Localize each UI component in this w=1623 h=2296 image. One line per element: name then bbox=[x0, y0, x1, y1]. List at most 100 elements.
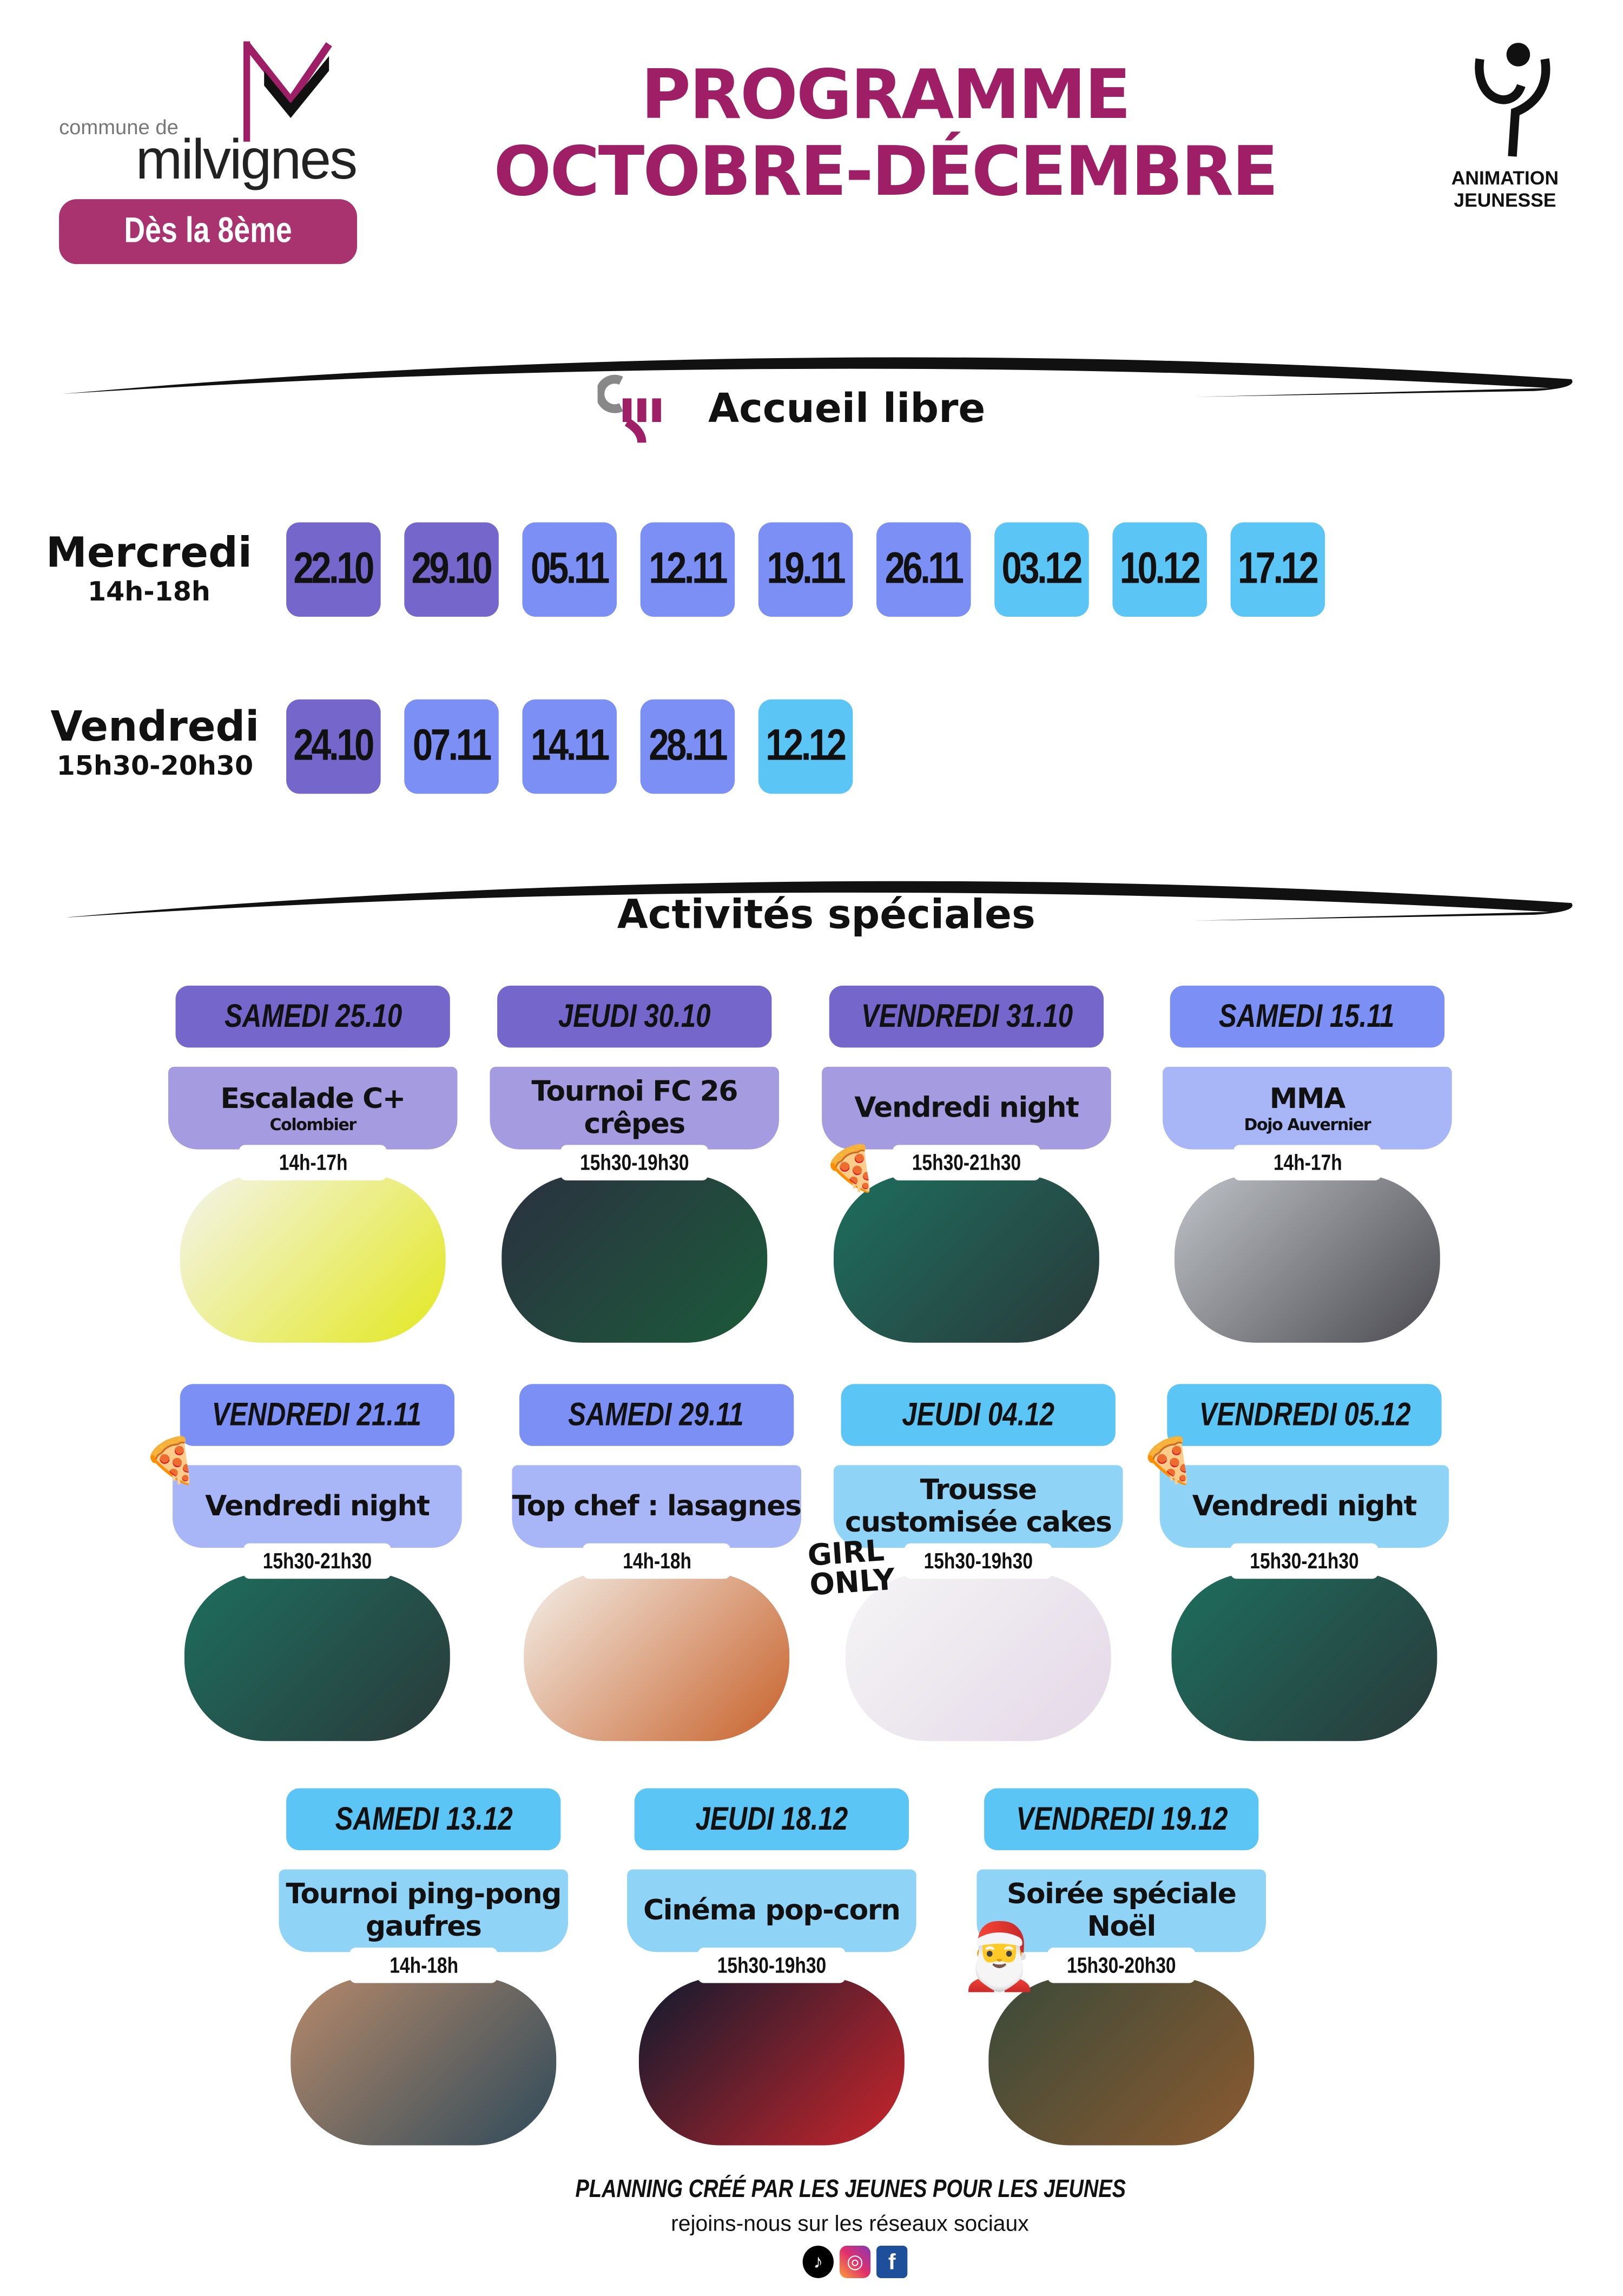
date-chip-label: 07.11 bbox=[413, 721, 492, 770]
divider-swoosh bbox=[62, 357, 1573, 397]
date-chip-label: 10.12 bbox=[1120, 544, 1202, 593]
activity-title: Trousse customisée cakes bbox=[845, 1474, 1112, 1539]
activity-time: 14h-17h bbox=[239, 1145, 387, 1180]
partner-logo-text: ANIMATION JEUNESSE bbox=[1451, 167, 1559, 212]
date-chip-label: 26.11 bbox=[885, 544, 964, 593]
tiktok-icon[interactable]: ♪ bbox=[802, 2245, 834, 2278]
footer-tagline: PLANNING CRÉÉ PAR LES JEUNES POUR LES JE… bbox=[575, 2175, 1125, 2203]
activity-time: 14h-18h bbox=[583, 1543, 731, 1579]
christmas-party-photo bbox=[988, 1977, 1255, 2146]
santa-hat-icon: 🎅 bbox=[959, 1921, 1040, 1994]
date-chip-label: 03.12 bbox=[1002, 544, 1084, 593]
activity-label: Vendredi night bbox=[822, 1066, 1111, 1150]
activity-title: Tournoi ping-pong gaufres bbox=[286, 1878, 562, 1943]
date-chip-label: 24.10 bbox=[294, 721, 375, 770]
activity-date: VENDREDI 21.11 bbox=[180, 1384, 455, 1446]
pizza-icon: 🍕 bbox=[143, 1437, 199, 1486]
logo-commune-de: commune de bbox=[59, 115, 179, 139]
activity-label: Top chef : lasagnes bbox=[512, 1465, 802, 1548]
activity-title: Soirée spéciale Noël bbox=[1006, 1878, 1237, 1943]
activity-title: Escalade C+ bbox=[220, 1082, 406, 1115]
activity-time: 15h30-20h30 bbox=[1047, 1948, 1196, 1983]
activity-date: VENDREDI 05.12 bbox=[1167, 1384, 1442, 1446]
activity-title: MMA bbox=[1269, 1082, 1346, 1115]
activity-location: Dojo Auvernier bbox=[1244, 1114, 1371, 1134]
facebook-icon[interactable]: f bbox=[876, 2245, 908, 2278]
activity-date: JEUDI 04.12 bbox=[841, 1384, 1116, 1446]
date-chip: 07.11 bbox=[404, 699, 499, 794]
activity-label: Cinéma pop-corn bbox=[627, 1869, 916, 1952]
instagram-icon[interactable]: ◎ bbox=[839, 2245, 871, 2278]
activites-title: Activités spéciales bbox=[617, 893, 1035, 939]
girl-only-badge: GIRL ONLY bbox=[806, 1532, 896, 1602]
activity-time: 15h30-21h30 bbox=[1230, 1543, 1378, 1579]
accueil-libre-title: Accueil libre bbox=[708, 386, 986, 433]
milvignes-logo: commune de milvignes bbox=[59, 41, 398, 203]
date-chip: 28.11 bbox=[640, 699, 735, 794]
activity-title: Top chef : lasagnes bbox=[512, 1490, 802, 1523]
divider-swoosh bbox=[62, 881, 1573, 921]
date-chip: 12.11 bbox=[640, 522, 735, 617]
activity-title: Vendredi night bbox=[1192, 1490, 1417, 1523]
activity-label: Vendredi night bbox=[1159, 1465, 1449, 1548]
climbing-wall-photo bbox=[180, 1174, 446, 1343]
mma-training-photo bbox=[1174, 1174, 1440, 1343]
ping-pong-photo bbox=[291, 1977, 557, 2146]
activity-date: SAMEDI 29.11 bbox=[519, 1384, 794, 1446]
activity-label: Tournoi ping-pong gaufres bbox=[279, 1869, 569, 1952]
activity-date: JEUDI 30.10 bbox=[497, 985, 772, 1048]
youth-room-photo bbox=[184, 1573, 450, 1741]
social-icons: ♪ ◎ f bbox=[802, 2245, 908, 2278]
youth-room-photo bbox=[1171, 1573, 1437, 1741]
activity-time: 15h30-21h30 bbox=[243, 1543, 391, 1579]
activity-title: Cinéma pop-corn bbox=[643, 1894, 901, 1927]
activity-date: SAMEDI 25.10 bbox=[175, 985, 450, 1048]
pizza-icon: 🍕 bbox=[823, 1145, 879, 1194]
activity-label: Tournoi FC 26 crêpes bbox=[490, 1066, 780, 1150]
activity-title: Tournoi FC 26 crêpes bbox=[531, 1076, 738, 1141]
youth-room-photo bbox=[833, 1174, 1099, 1343]
date-chip: 03.12 bbox=[994, 522, 1089, 617]
animation-jeunesse-logo: ANIMATION JEUNESSE bbox=[1439, 41, 1571, 218]
m-logo-icon bbox=[243, 41, 332, 142]
activity-time: 14h-17h bbox=[1233, 1145, 1381, 1180]
activity-date: SAMEDI 13.12 bbox=[286, 1788, 561, 1851]
date-chip-label: 12.12 bbox=[766, 721, 847, 770]
activity-label: Trousse customisée cakes bbox=[833, 1465, 1123, 1548]
date-chip: 29.10 bbox=[404, 522, 499, 617]
activity-label: Escalade C+Colombier bbox=[168, 1066, 458, 1150]
activity-time: 14h-18h bbox=[349, 1948, 498, 1983]
activity-date: VENDREDI 31.10 bbox=[829, 985, 1104, 1048]
date-chip: 17.12 bbox=[1230, 522, 1325, 617]
date-chip-label: 17.12 bbox=[1238, 544, 1319, 593]
activity-time: 15h30-19h30 bbox=[698, 1948, 846, 1983]
activity-time: 15h30-21h30 bbox=[893, 1145, 1040, 1180]
activity-date: JEUDI 18.12 bbox=[634, 1788, 909, 1851]
date-chip: 24.10 bbox=[286, 699, 381, 794]
activity-label: Soirée spéciale Noël bbox=[977, 1869, 1266, 1952]
cinema-popcorn-photo bbox=[638, 1977, 905, 2146]
date-chip-label: 28.11 bbox=[649, 721, 728, 770]
activity-title: Vendredi night bbox=[854, 1092, 1079, 1125]
date-chip-label: 22.10 bbox=[294, 544, 375, 593]
person-logo-icon bbox=[1475, 43, 1551, 157]
date-chip: 10.12 bbox=[1112, 522, 1207, 617]
date-chip: 22.10 bbox=[286, 522, 381, 617]
lasagna-photo bbox=[524, 1573, 790, 1741]
activity-time: 15h30-19h30 bbox=[904, 1543, 1052, 1579]
date-chip-label: 29.10 bbox=[412, 544, 493, 593]
activity-date: VENDREDI 19.12 bbox=[984, 1788, 1259, 1851]
activity-time: 15h30-19h30 bbox=[560, 1145, 709, 1180]
date-chip-label: 12.11 bbox=[649, 544, 728, 593]
age-badge: Dès la 8ème harmos bbox=[59, 199, 358, 316]
date-chip-label: 05.11 bbox=[531, 544, 610, 593]
